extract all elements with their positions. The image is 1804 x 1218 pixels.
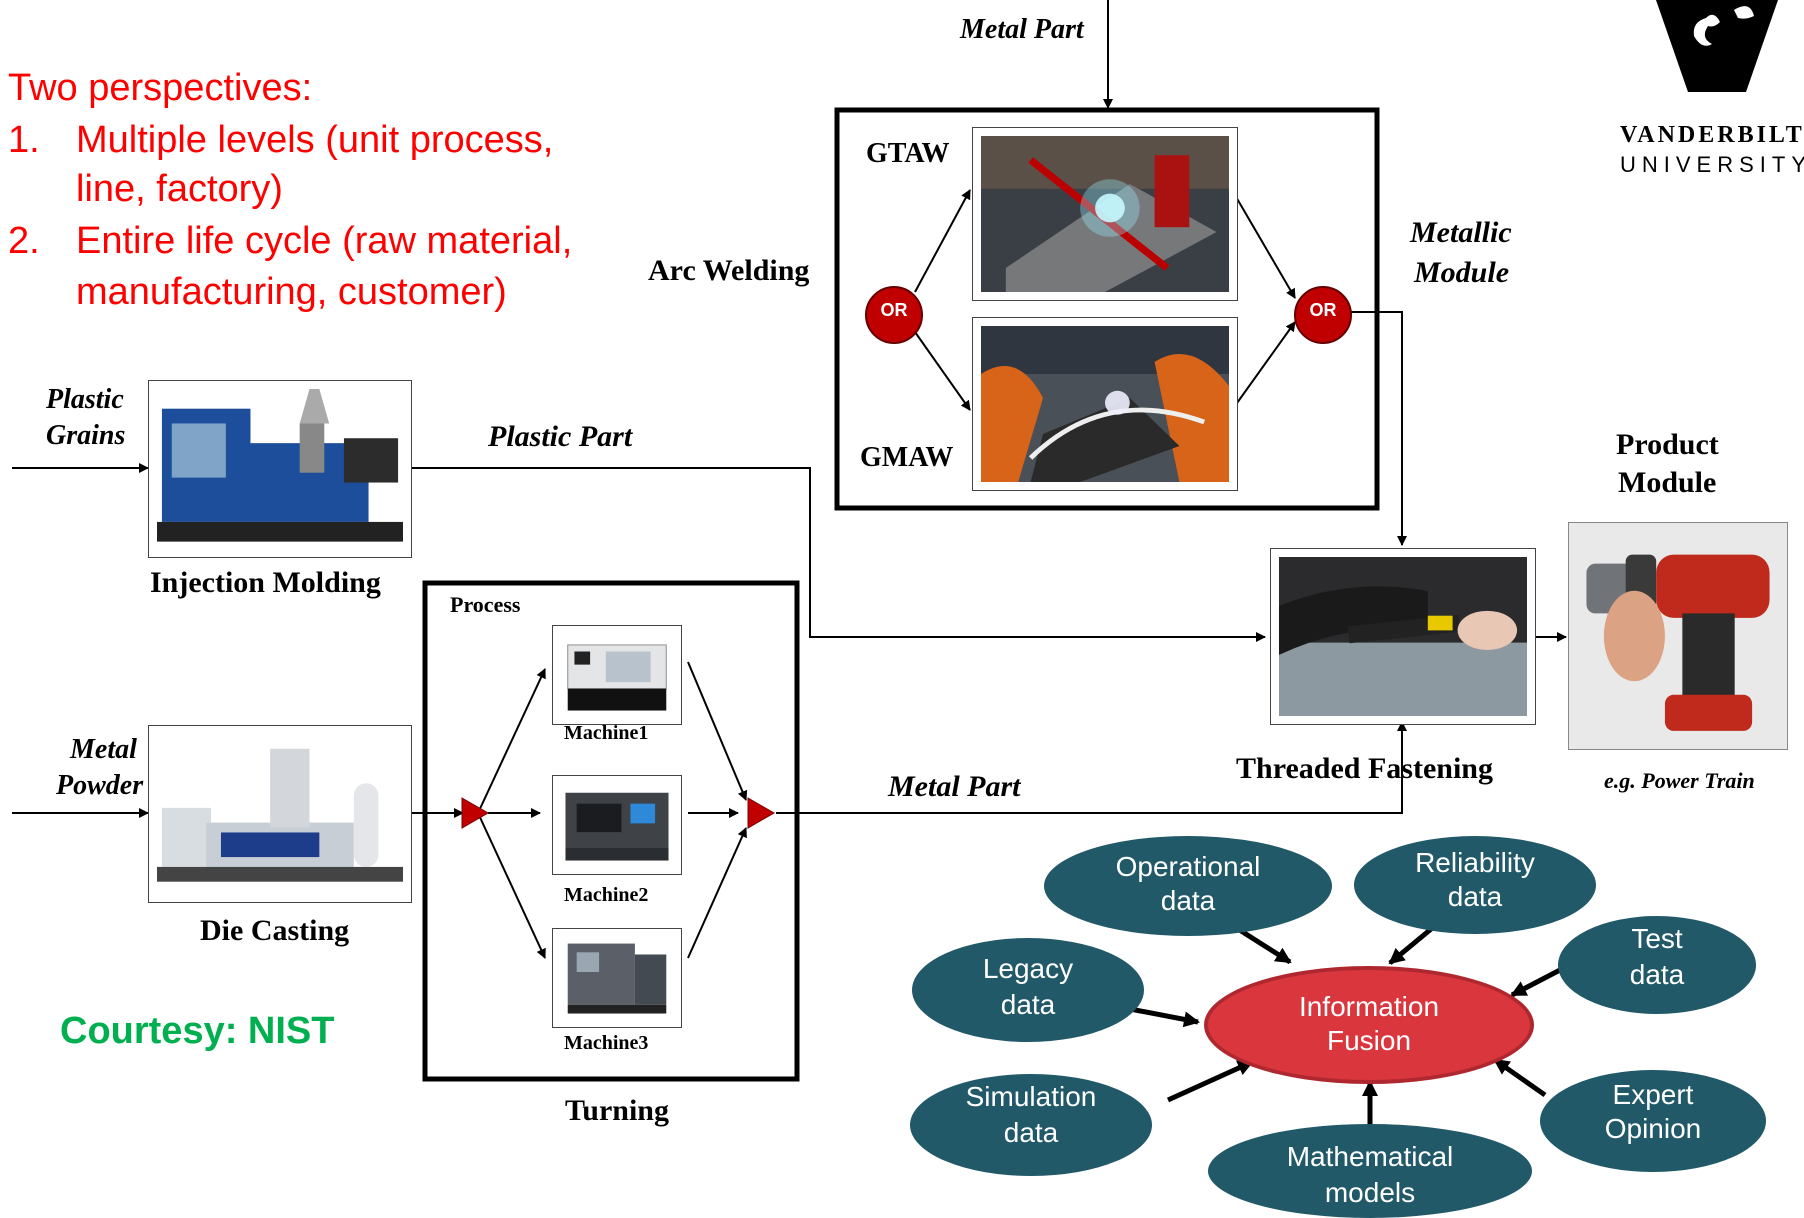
expert-opinion-line2: Opinion (1604, 1113, 1702, 1144)
or-node-right-label: OR (1309, 300, 1337, 320)
die-casting-photo (148, 725, 412, 903)
simulation-data-line1: Simulation (965, 1081, 1097, 1112)
merge-triangle-node (747, 797, 776, 829)
test-data-line1: Test (1631, 923, 1683, 954)
product-module-label-line2: Module (1618, 466, 1717, 499)
reliability-data-line1: Reliability (1415, 847, 1535, 878)
courtesy-label: Courtesy: NIST (60, 1010, 335, 1052)
expert-opinion-node (1540, 1070, 1766, 1172)
logo-sub: UNIVERSITY (1620, 152, 1804, 177)
machine2-photo (552, 775, 682, 875)
metal-powder-label-line2: Powder (56, 770, 144, 801)
machine1-photo (552, 625, 682, 725)
perspective-item-1-line1: Multiple levels (unit process, (76, 119, 554, 161)
mathematical-models-line1: Mathematical (1286, 1141, 1454, 1172)
legacy-data-line2: data (1000, 989, 1056, 1020)
perspective-item-1-line2: line, factory) (76, 168, 283, 210)
operational-data-node (1044, 836, 1332, 936)
gtaw-photo (972, 127, 1238, 301)
operational-data-line2: data (1160, 885, 1216, 916)
perspective-item-2-line2: manufacturing, customer) (76, 271, 507, 313)
metal-powder-label-line1: Metal (70, 734, 137, 765)
perspective-item-2-num: 2. (8, 220, 40, 262)
expert-opinion-line1: Expert (1612, 1079, 1694, 1110)
machine3-photo (552, 928, 682, 1028)
metallic-module-label-line1: Metallic (1410, 216, 1512, 249)
plastic-part-label: Plastic Part (488, 420, 633, 453)
or-node-left (865, 286, 923, 344)
test-data-node (1558, 916, 1756, 1014)
turning-label: Turning (565, 1094, 669, 1127)
arc-welding-label: Arc Welding (648, 254, 810, 287)
welding-input-label: Metal Part (960, 14, 1084, 45)
machine1-label: Machine1 (564, 722, 649, 744)
information-fusion-line2: Fusion (1326, 1025, 1412, 1056)
information-fusion-line1: Information (1298, 991, 1440, 1022)
injection-molding-label: Injection Molding (150, 566, 381, 599)
gmaw-label: GMAW (860, 442, 954, 473)
threaded-fastening-label: Threaded Fastening (1236, 752, 1493, 785)
perspective-item-1-num: 1. (8, 119, 40, 161)
simulation-data-line2: data (1003, 1117, 1059, 1148)
metal-part-path (776, 721, 1407, 814)
logo-name: VANDERBILT (1620, 122, 1804, 148)
or-node-right (1294, 286, 1352, 344)
turning-box (422, 580, 800, 1082)
plastic-part-path (408, 467, 1266, 642)
legacy-data-node (912, 938, 1144, 1042)
machine2-label: Machine2 (564, 884, 649, 906)
oak-leaf-acorn-icon (1656, 0, 1778, 92)
or-node-left-label: OR (880, 300, 908, 320)
gtaw-label: GTAW (866, 138, 950, 169)
machine3-label: Machine3 (564, 1032, 649, 1054)
product-module-label-line1: Product (1616, 428, 1719, 461)
vanderbilt-logo: VANDERBILT UNIVERSITY (1600, 0, 1804, 180)
gmaw-photo (972, 317, 1238, 491)
welding-box (834, 107, 1380, 511)
reliability-data-line2: data (1447, 881, 1503, 912)
injection-molding-photo (148, 380, 412, 558)
simulation-data-node (910, 1074, 1152, 1176)
turning-process-label: Process (450, 592, 521, 617)
plastic-grains-label-line2: Grains (46, 420, 126, 451)
power-train-photo (1568, 522, 1788, 750)
metallic-module-path (1348, 311, 1407, 546)
die-casting-label: Die Casting (200, 914, 350, 947)
plastic-grains-label-line1: Plastic (46, 384, 124, 415)
split-triangle-node (461, 797, 490, 829)
mathematical-models-line2: models (1324, 1177, 1416, 1208)
metallic-module-label-line2: Module (1414, 256, 1510, 289)
mathematical-models-node (1208, 1124, 1532, 1218)
legacy-data-line1: Legacy (982, 953, 1074, 984)
threaded-fastening-photo (1270, 548, 1536, 725)
test-data-line2: data (1629, 959, 1685, 990)
product-example-label: e.g. Power Train (1604, 768, 1755, 793)
turning-output-label: Metal Part (888, 770, 1021, 803)
information-fusion-node (1204, 966, 1534, 1084)
reliability-data-node (1354, 836, 1596, 934)
perspectives-heading: Two perspectives: (8, 67, 313, 109)
operational-data-line1: Operational (1115, 851, 1261, 882)
perspective-item-2-line1: Entire life cycle (raw material, (76, 220, 573, 262)
